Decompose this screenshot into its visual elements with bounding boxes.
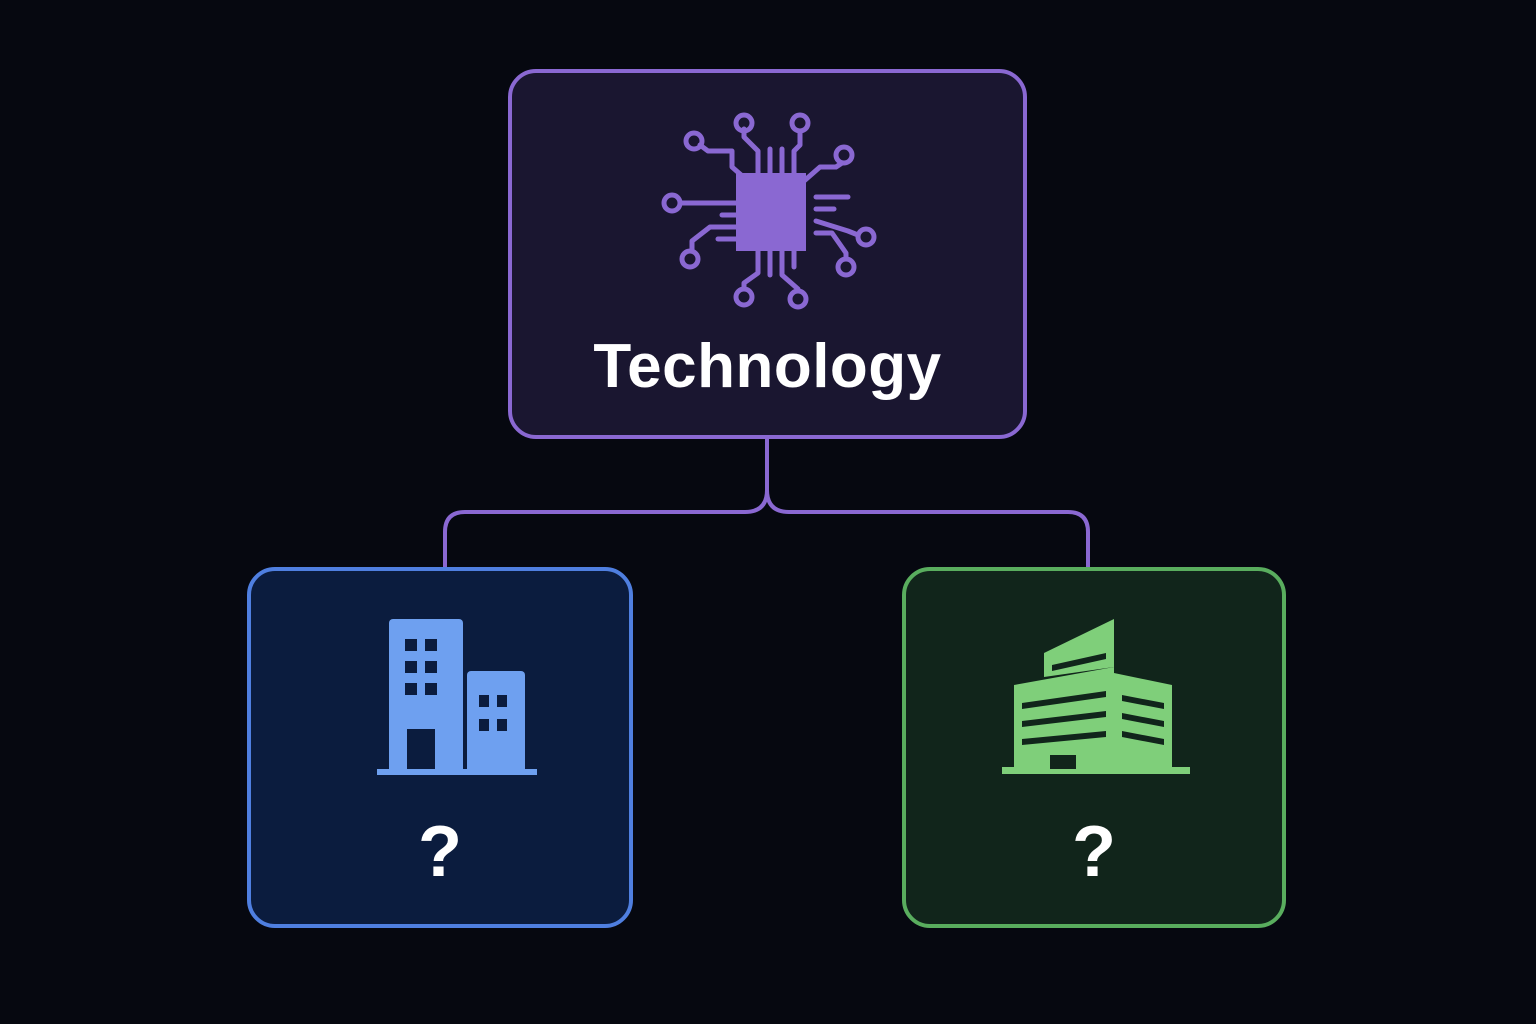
root-label: Technology [593, 332, 942, 401]
corporate-building-icon [1002, 619, 1190, 774]
child-left-label: ? [418, 812, 462, 892]
child-node-left: ? [247, 567, 633, 928]
child-right-label: ? [1072, 812, 1116, 892]
child-node-right: ? [902, 567, 1286, 928]
office-buildings-icon [377, 619, 537, 775]
connector-root-right [765, 489, 1090, 567]
circuit-chip-icon [661, 112, 877, 310]
connector-root-left [443, 439, 769, 567]
root-node-technology: Technology [508, 69, 1027, 439]
